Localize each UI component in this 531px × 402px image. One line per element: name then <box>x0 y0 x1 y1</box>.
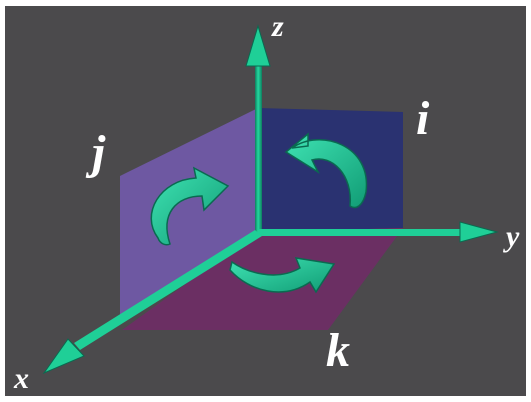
rotation-arrow-j <box>150 166 230 246</box>
rotation-arrow-k <box>229 257 336 294</box>
rotation-arrow-i <box>284 132 368 209</box>
axis-label-z: z <box>271 10 284 43</box>
plane-i <box>258 108 403 232</box>
plane-label-k: k <box>326 324 350 377</box>
plane-j <box>120 108 258 318</box>
axis-y <box>258 221 499 243</box>
axis-label-x: x <box>13 362 29 395</box>
axis-label-y: y <box>503 220 520 253</box>
axis-z <box>245 24 271 234</box>
axis-x <box>42 230 262 375</box>
plane-label-i: i <box>416 92 430 145</box>
